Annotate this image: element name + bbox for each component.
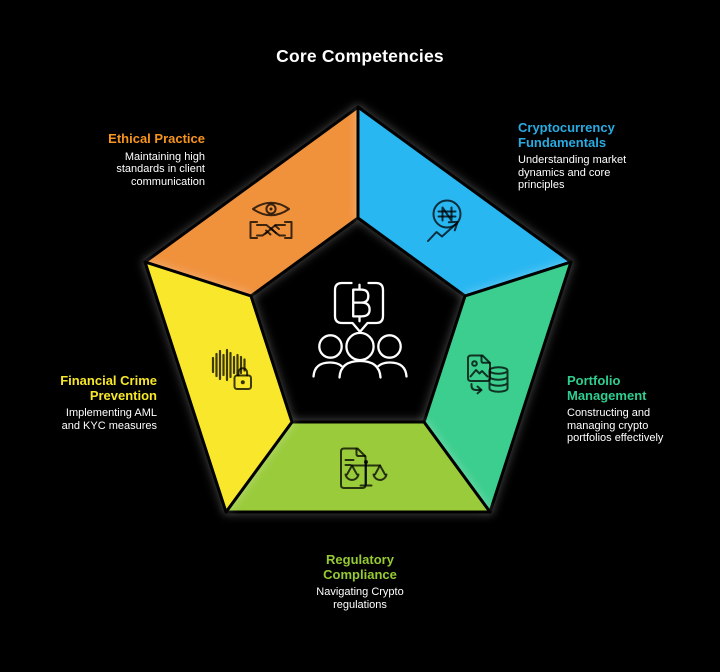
label-financial-crime-prevention: Financial Crime Prevention Implementing … xyxy=(17,373,157,432)
asset-file-to-database-icon xyxy=(467,354,509,395)
label-ethical-practice: Ethical Practice Maintaining high standa… xyxy=(55,131,205,188)
eye-over-handshake-icon xyxy=(249,201,293,239)
segment-title: Portfolio Management xyxy=(567,373,647,403)
segment-financial-crime-prevention-shape xyxy=(143,260,294,514)
segment-description: Understanding market dynamics and core p… xyxy=(518,154,627,191)
label-regulatory-compliance: Regulatory Compliance Navigating Crypto … xyxy=(275,552,445,611)
segment-title: Regulatory Compliance xyxy=(323,552,397,582)
label-portfolio-management: Portfolio Management Constructing and ma… xyxy=(567,373,697,445)
audio-waveform-padlock-icon xyxy=(211,348,252,390)
segment-description: Navigating Crypto regulations xyxy=(316,586,404,611)
bitcoin-speech-bubble-people-icon xyxy=(312,281,408,379)
label-cryptocurrency-fundamentals: Cryptocurrency Fundamentals Understandin… xyxy=(518,120,658,192)
segment-title: Cryptocurrency Fundamentals xyxy=(518,120,615,150)
segment-title: Ethical Practice xyxy=(108,131,205,146)
document-scales-of-justice-icon xyxy=(340,447,388,489)
naira-coin-growth-arrow-icon xyxy=(427,199,462,242)
page-title: Core Competencies xyxy=(276,46,444,66)
segment-title: Financial Crime Prevention xyxy=(60,373,157,403)
segment-description: Maintaining high standards in client com… xyxy=(116,150,205,188)
segment-description: Implementing AML and KYC measures xyxy=(61,407,157,432)
segment-description: Constructing and managing crypto portfol… xyxy=(567,407,664,444)
